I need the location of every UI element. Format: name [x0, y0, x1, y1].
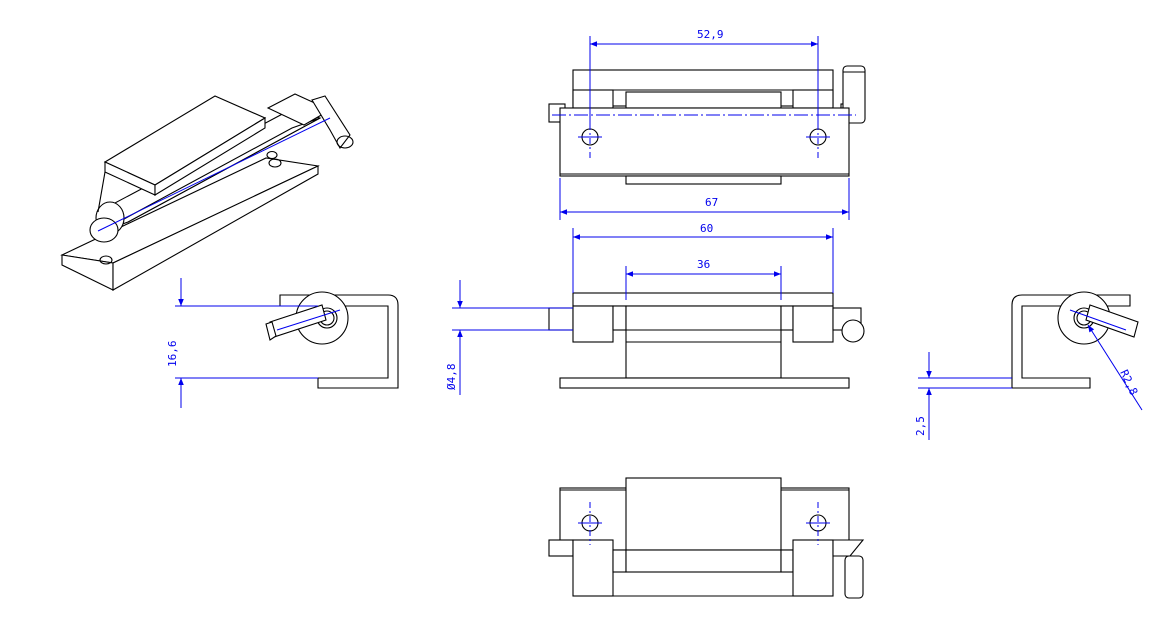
dim-label-center-section: 36	[697, 258, 710, 271]
right-side-view	[1011, 291, 1139, 389]
dim-thickness	[918, 352, 1012, 440]
top-view	[548, 65, 866, 185]
dim-leaf-length	[572, 228, 834, 293]
dim-height	[175, 278, 318, 408]
bottom-view	[548, 477, 865, 599]
isometric-view	[60, 93, 354, 291]
dim-label-hole-spacing: 52,9	[697, 28, 724, 41]
dim-label-overall-length: 67	[705, 196, 718, 209]
dim-label-pin-diameter: Ø4,8	[445, 364, 458, 391]
left-side-view	[265, 291, 399, 389]
dim-label-leaf-length: 60	[700, 222, 713, 235]
front-view	[548, 292, 865, 389]
dim-pin-diameter	[452, 280, 573, 395]
dim-label-thickness: 2,5	[914, 416, 927, 436]
dim-label-radius: R2,8	[1117, 368, 1140, 398]
dim-overall-length	[559, 178, 850, 220]
dim-label-height: 16,6	[166, 341, 179, 368]
dim-radius	[1087, 324, 1143, 411]
dim-hole-spacing	[589, 36, 819, 130]
dim-center-section	[625, 266, 782, 300]
